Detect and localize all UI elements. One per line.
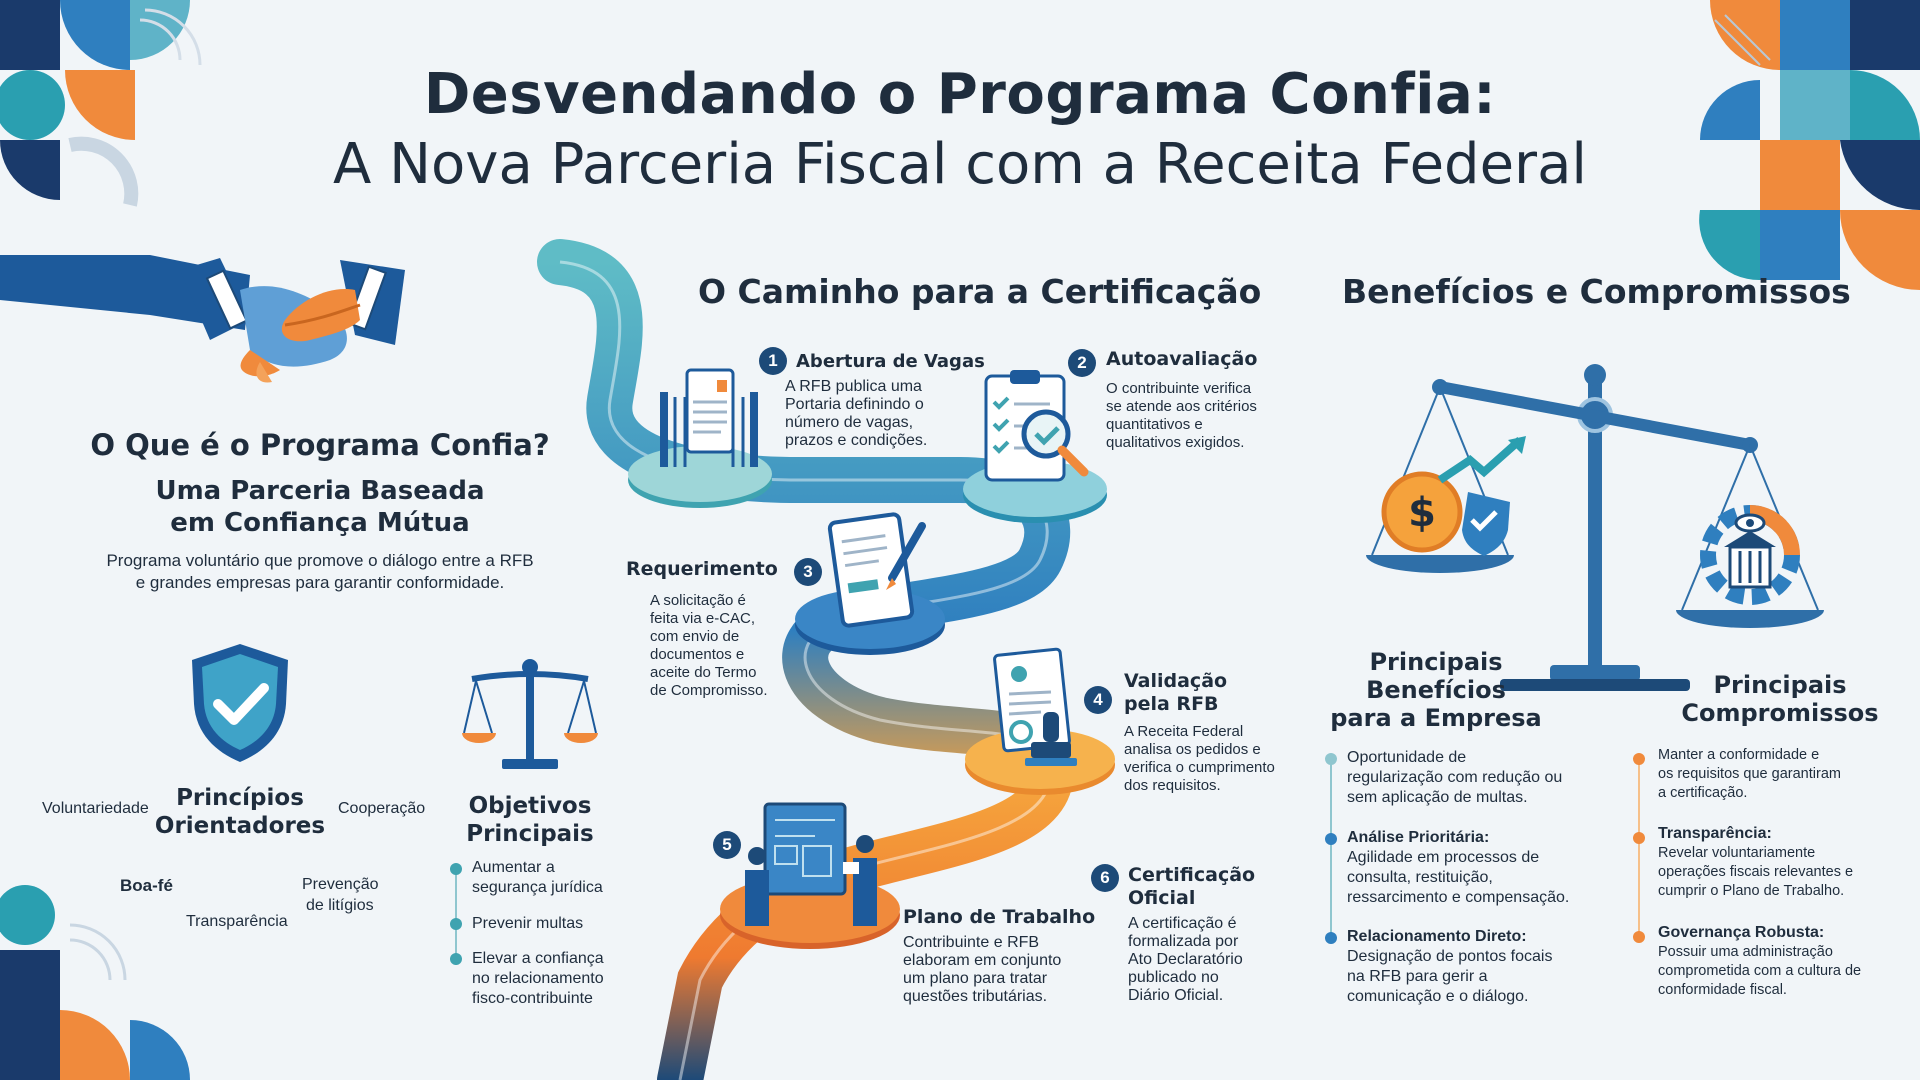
objective-2: Prevenir multas [472, 915, 584, 932]
svg-text:$: $ [1408, 490, 1436, 536]
commitment-3: Governança Robusta: Possuir uma administ… [1658, 924, 1862, 998]
step-4-description: A Receita Federal analisa os pedidos e v… [1124, 723, 1275, 794]
objectives-title-line1: Objetivos [468, 793, 592, 819]
program-question: O Que é o Programa Confia? [90, 428, 550, 462]
page-title: Desvendando o Programa Confia: [423, 62, 1497, 127]
objective-3: Elevar a confiança no relacionamento fis… [472, 950, 604, 1007]
step-6-badge: 6 [1091, 864, 1119, 892]
step-4-title: Validação pela RFB [1124, 670, 1228, 715]
shield-check-icon [192, 644, 288, 762]
document-stamp-icon [993, 647, 1077, 766]
team-planning-icon [745, 802, 877, 926]
benefit-dot [1325, 932, 1337, 944]
checklist-magnifier-icon [984, 370, 1089, 482]
step-3-badge: 3 [794, 558, 822, 586]
step-2-badge: 2 [1068, 349, 1096, 377]
program-description-line2: e grandes empresas para garantir conform… [135, 573, 505, 592]
page-subtitle: A Nova Parceria Fiscal com a Receita Fed… [333, 132, 1587, 197]
step-1-description: A RFB publica uma Portaria definindo o n… [785, 378, 928, 449]
step-4-badge: 4 [1084, 686, 1112, 714]
tablet-pen-icon [827, 512, 926, 628]
commitments-title: Principais Compromissos [1681, 671, 1879, 727]
program-subtitle-line2: em Confiança Mútua [170, 508, 470, 538]
gear-eye-icon [1700, 505, 1800, 605]
principles-title-line2: Orientadores [154, 813, 326, 839]
scales-icon [462, 659, 598, 769]
objectives-title-line2: Principais [466, 821, 594, 847]
program-subtitle-line1: Uma Parceria Baseada [155, 476, 485, 506]
big-scale-icon [1366, 364, 1824, 691]
program-description-line1: Programa voluntário que promove o diálog… [106, 551, 534, 570]
commitments-timeline [1638, 760, 1640, 940]
step-5-badge: 5 [713, 831, 741, 859]
path-heading: O Caminho para a Certificação [698, 272, 1262, 311]
principle-prevencao: Prevenção [302, 876, 379, 893]
step-5-title: Plano de Trabalho [903, 906, 1096, 928]
step-1-badge: 1 [759, 347, 787, 375]
principle-litigios: de litígios [306, 897, 374, 914]
step-6-title: Certificação Oficial [1128, 864, 1256, 909]
benefits-timeline [1330, 760, 1332, 940]
benefit-3: Relacionamento Direto: Designação de pon… [1347, 928, 1553, 1005]
objective-dot [450, 918, 462, 930]
step-6-description: A certificação é formalizada por Ato Dec… [1128, 915, 1243, 1004]
step-3-title: Requerimento [626, 558, 778, 580]
commitment-dot [1633, 832, 1645, 844]
principle-transparencia: Transparência [186, 913, 288, 930]
step-2-description: O contribuinte verifica se atende aos cr… [1106, 380, 1257, 451]
objective-dot [450, 953, 462, 965]
principle-boa-fe: Boa-fé [120, 876, 173, 895]
objectives-timeline [455, 865, 457, 965]
step-1-title: Abertura de Vagas [796, 351, 985, 372]
dollar-coin-icon: $ [1381, 436, 1526, 556]
step-5-description: Contribuinte e RFB elaboram em conjunto … [903, 934, 1062, 1005]
decor-top-left [0, 0, 202, 207]
step-3-description: A solicitação é feita via e-CAC, com env… [650, 592, 768, 699]
benefits-title: Principais Benefícios para a Empresa [1330, 648, 1542, 732]
objective-dot [450, 863, 462, 875]
benefits-heading: Benefícios e Compromissos [1342, 272, 1851, 311]
benefit-dot [1325, 833, 1337, 845]
benefit-1: Oportunidade de regularização com reduçã… [1347, 749, 1563, 806]
commitment-dot [1633, 931, 1645, 943]
commitment-1: Manter a conformidade e os requisitos qu… [1658, 747, 1841, 801]
decor-bottom-left [0, 885, 190, 1080]
benefit-2: Análise Prioritária: Agilidade em proces… [1347, 829, 1570, 906]
gate-document-icon [660, 368, 758, 467]
handshake-icon [180, 258, 405, 383]
commitment-dot [1633, 753, 1645, 765]
step-2-title: Autoavaliação [1106, 348, 1258, 370]
objective-1: Aumentar a segurança jurídica [472, 859, 603, 896]
commitment-2: Transparência: Revelar voluntariamente o… [1658, 825, 1854, 899]
decor-top-right [1699, 0, 1920, 290]
principle-cooperacao: Cooperação [338, 800, 426, 817]
principle-voluntariedade: Voluntariedade [42, 800, 149, 817]
principles-title-line1: Princípios [176, 785, 304, 811]
benefit-dot [1325, 753, 1337, 765]
